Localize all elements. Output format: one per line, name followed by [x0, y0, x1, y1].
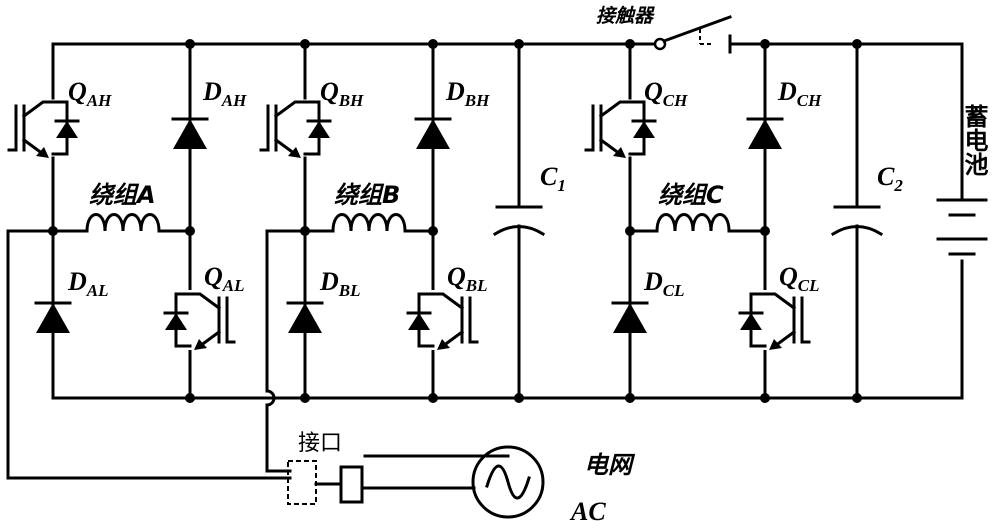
label-d-ah: DAH — [202, 77, 247, 110]
diode-d-ah — [171, 117, 209, 151]
contactor-switch — [653, 15, 732, 54]
capacitor-c2 — [831, 42, 883, 400]
label-q-bh: QBH — [320, 77, 364, 110]
label-q-cl: QCL — [779, 262, 820, 295]
igbt-q-ah — [7, 100, 80, 160]
winding-b-coil — [331, 213, 407, 233]
label-contactor: 接触器 — [596, 5, 655, 27]
label-grid: 电网 — [584, 451, 636, 479]
junction-dots — [48, 39, 862, 403]
battery — [936, 42, 988, 400]
ac-source — [471, 445, 545, 519]
winding-a-coil — [85, 213, 161, 233]
label-c1: C1 — [540, 162, 566, 195]
label-q-ah: QAH — [68, 77, 112, 110]
label-d-bh: DBH — [445, 77, 490, 110]
label-d-bl: DBL — [319, 267, 361, 300]
label-winding-c: 绕组C — [658, 181, 724, 209]
igbt-q-cl — [725, 290, 811, 352]
winding-c-coil — [655, 213, 731, 233]
label-d-cl: DCL — [643, 267, 685, 300]
label-c2: C2 — [877, 162, 903, 195]
interface-connector — [287, 460, 364, 505]
label-battery: 蓄电池 — [960, 104, 988, 176]
igbt-q-bl — [393, 290, 479, 352]
label-d-al: DAL — [67, 267, 109, 300]
label-d-ch: DCH — [777, 77, 822, 110]
diode-d-al — [34, 301, 72, 335]
diode-d-ch — [746, 117, 784, 151]
label-q-bl: QBL — [447, 262, 488, 295]
label-ac: AC — [569, 497, 606, 526]
igbt-q-al — [150, 290, 236, 352]
label-winding-b: 绕组B — [334, 181, 400, 209]
diode-d-bh — [414, 117, 452, 151]
label-winding-a: 绕组A — [89, 181, 156, 209]
capacitor-c1 — [493, 42, 545, 400]
diode-d-cl — [611, 301, 649, 335]
label-q-al: QAL — [204, 262, 245, 295]
label-q-ch: QCH — [644, 77, 688, 110]
label-interface: 接口 — [298, 431, 342, 456]
igbt-q-bh — [259, 100, 332, 160]
igbt-q-ch — [584, 100, 657, 160]
diode-d-bl — [286, 301, 324, 335]
